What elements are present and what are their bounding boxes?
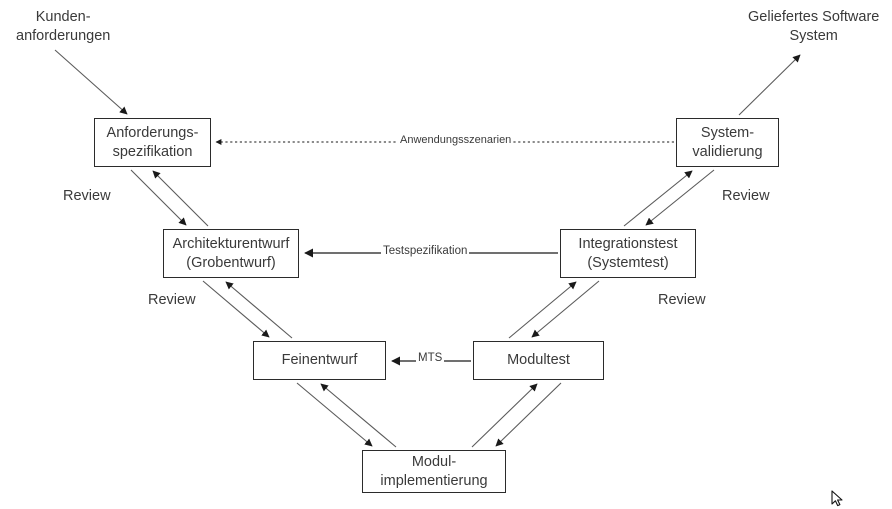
node-line: (Systemtest): [587, 254, 669, 271]
node-line: Modultest: [507, 352, 570, 369]
node-integrationstest[interactable]: Integrationstest (Systemtest): [560, 229, 696, 278]
arrow-kundenanforderungen-to-anforderungsspezifikation: [54, 49, 128, 115]
label-mts: MTS: [416, 352, 445, 364]
label-line: System: [789, 27, 838, 44]
arrow-architekturentwurf-to-feinentwurf: [202, 280, 270, 338]
node-line: spezifikation: [112, 143, 193, 160]
label-geliefertes-software-system: Geliefertes Software System: [748, 8, 879, 46]
label-line: anforderungen: [16, 27, 111, 44]
arrow-architekturentwurf-to-anforderungsspezifikation: [152, 170, 209, 227]
node-feinentwurf[interactable]: Feinentwurf: [253, 341, 386, 380]
arrow-feinentwurf-to-architekturentwurf: [225, 281, 293, 339]
label-review-left-top: Review: [63, 188, 111, 204]
arrow-feinentwurf-to-modulimplementierung: [296, 382, 373, 447]
arrow-integrationstest-to-systemvalidierung: [623, 170, 693, 227]
arrow-modulimplementierung-to-feinentwurf: [320, 383, 397, 448]
node-modulimplementierung[interactable]: Modul- implementierung: [362, 450, 506, 493]
arrow-systemvalidierung-to-geliefertes-software-system: [738, 54, 801, 116]
node-line: Architekturentwurf: [172, 235, 290, 252]
label-review-right-bottom: Review: [658, 292, 706, 308]
label-review-left-bottom: Review: [148, 292, 196, 308]
arrow-anforderungsspezifikation-to-architekturentwurf: [130, 169, 187, 226]
arrow-modultest-to-modulimplementierung: [495, 382, 562, 447]
arrow-integrationstest-to-modultest: [531, 280, 600, 338]
arrow-systemvalidierung-to-integrationstest: [645, 169, 715, 226]
label-anwendungsszenarien: Anwendungsszenarien: [398, 134, 514, 146]
label-line: Geliefertes Software: [748, 9, 880, 25]
arrow-modulimplementierung-to-modultest: [471, 383, 538, 448]
node-line: validierung: [692, 143, 763, 160]
node-line: System-: [700, 124, 755, 141]
label-review-right-top: Review: [722, 188, 770, 204]
node-line: (Grobentwurf): [186, 254, 276, 271]
node-anforderungsspezifikation[interactable]: Anforderungs- spezifikation: [94, 118, 211, 167]
label-kundenanforderungen: Kunden- anforderungen: [16, 8, 110, 46]
node-line: implementierung: [380, 472, 488, 489]
node-systemvalidierung[interactable]: System- validierung: [676, 118, 779, 167]
node-line: Integrationstest: [578, 235, 678, 252]
node-modultest[interactable]: Modultest: [473, 341, 604, 380]
label-testspezifikation: Testspezifikation: [381, 245, 470, 257]
label-line: Kunden-: [35, 9, 91, 25]
node-architekturentwurf[interactable]: Architekturentwurf (Grobentwurf): [163, 229, 299, 278]
arrow-modultest-to-integrationstest: [508, 281, 577, 339]
node-line: Anforderungs-: [106, 124, 199, 141]
node-line: Modul-: [411, 453, 457, 470]
node-line: Feinentwurf: [281, 352, 358, 369]
